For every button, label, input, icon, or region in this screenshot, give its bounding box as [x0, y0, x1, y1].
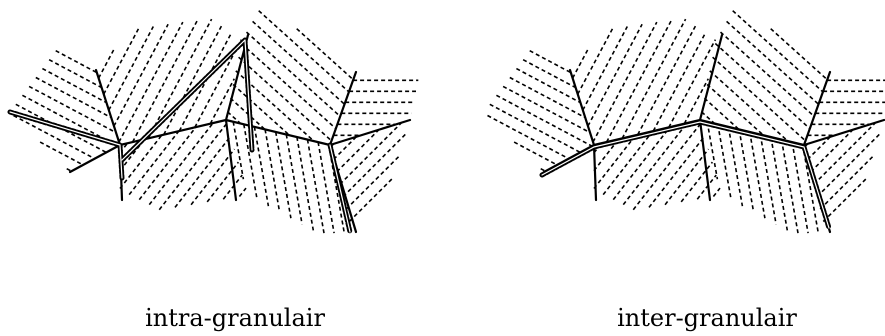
- lattice-plane-set-right-4: [593, 122, 721, 211]
- grain-boundary-6: [328, 70, 358, 147]
- lattice-plane-set-left-5: [232, 121, 345, 234]
- grain-boundary-4: [568, 68, 596, 147]
- panel-inter-granular: [487, 10, 885, 234]
- grain-boundary-8: [698, 118, 712, 202]
- caption-intra-granular: intra-granulair: [145, 304, 325, 332]
- grain-boundary-3: [802, 118, 885, 147]
- grain-boundary-0: [68, 143, 122, 174]
- grain-boundary-4: [94, 68, 122, 147]
- lattice-plane-set-right-0: [487, 49, 593, 172]
- panel-intra-granular: [7, 10, 419, 235]
- grain-boundary-6: [802, 70, 832, 147]
- lattice-plane-set-left-3: [333, 79, 419, 137]
- caption-inter-granular: inter-granulair: [617, 304, 797, 332]
- grain-boundary-2: [224, 118, 332, 147]
- lattice-plane-set-right-2: [701, 10, 828, 142]
- grain-boundary-5: [698, 33, 724, 122]
- lattice-plane-set-left-4: [119, 122, 247, 211]
- lattice-plane-set-left-0: [13, 49, 119, 172]
- grain-boundary-1: [118, 118, 228, 147]
- lattice-plane-set-right-5: [706, 121, 819, 234]
- grain-boundary-7: [592, 143, 598, 202]
- lattice-plane-set-right-1: [571, 18, 717, 143]
- crack-path-inner: [9, 39, 351, 233]
- crack-path-inner: [541, 121, 830, 229]
- lattice-plane-set-right-3: [807, 79, 885, 137]
- crack-path: [7, 37, 353, 235]
- lattice-plane-set-right-6: [803, 122, 881, 223]
- grain-boundary-3: [328, 118, 412, 147]
- grain-boundary-8: [224, 118, 238, 202]
- lattice-plane-set-left-1: [97, 18, 243, 143]
- crack-path: [539, 119, 832, 231]
